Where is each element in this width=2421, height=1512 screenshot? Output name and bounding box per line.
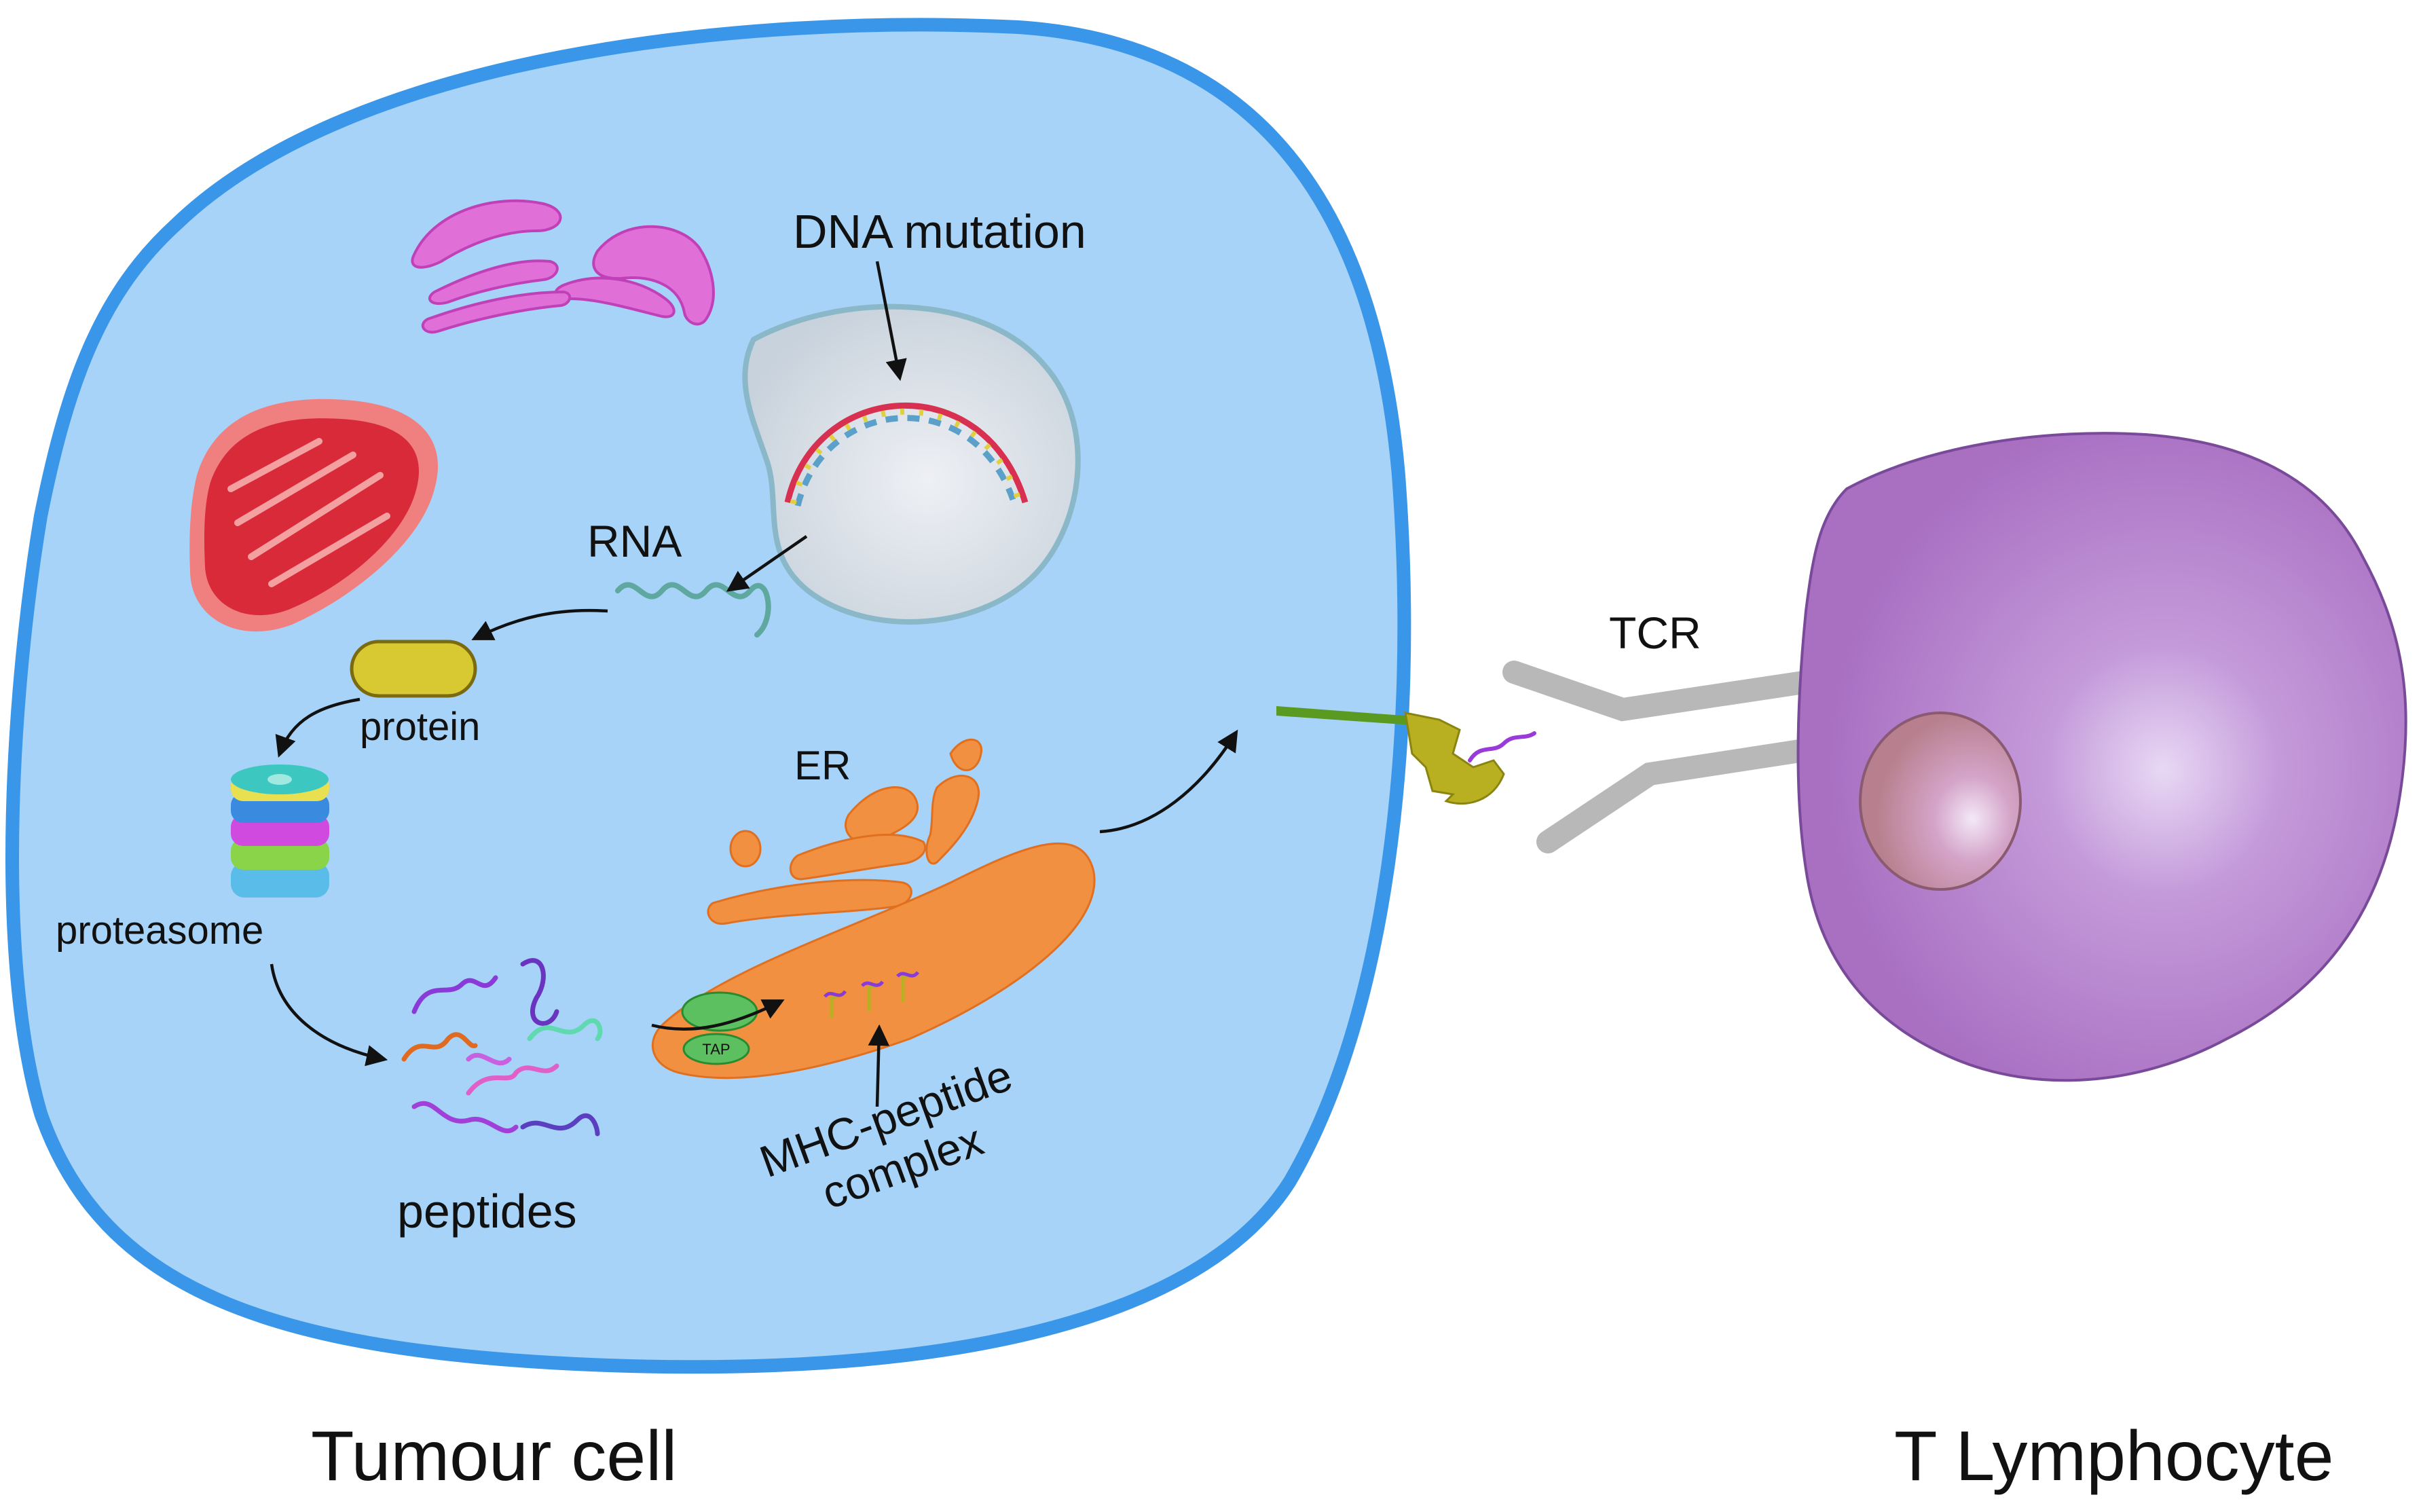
t-lymphocyte-cell <box>1796 432 2407 1082</box>
proteasome-label: proteasome <box>56 908 263 953</box>
er-label: ER <box>794 743 851 788</box>
peptides-label: peptides <box>397 1185 577 1238</box>
golgi-apparatus <box>411 199 715 334</box>
mhc-peptide-complex-surface <box>1276 706 1536 805</box>
rna-strand <box>615 582 771 638</box>
arrow-mhc-label <box>868 1024 890 1107</box>
dna-helix <box>784 403 1029 507</box>
peptide-fragments <box>401 958 603 1137</box>
pathway-arrows <box>270 261 1238 1107</box>
arrow-protein-to-proteasome <box>275 697 361 758</box>
protein-label: protein <box>360 705 480 749</box>
rna-label: RNA <box>587 516 682 566</box>
arrow-proteasome-to-peptides <box>270 963 388 1067</box>
dna-mutation-label: DNA mutation <box>793 205 1086 258</box>
arrow-er-to-surface <box>1099 729 1238 834</box>
tap-label-shape <box>682 1033 750 1065</box>
proteasome-stack <box>231 764 329 898</box>
mitochondrion <box>189 399 438 632</box>
t-lymphocyte-nucleus <box>1859 712 2022 891</box>
t-lymphocyte-label: T Lymphocyte <box>1894 1417 2333 1496</box>
tap-label: TAP <box>702 1041 730 1058</box>
arrow-dna-mutation <box>875 261 907 382</box>
protein-shape <box>350 640 477 698</box>
tumour-cell-membrane <box>5 18 1411 1374</box>
nucleus <box>742 303 1081 625</box>
endoplasmic-reticulum <box>651 738 1096 1080</box>
arrow-tap-into-er <box>651 999 785 1031</box>
arrow-rna-to-protein <box>471 608 608 640</box>
arrow-nucleus-to-rna <box>726 535 808 592</box>
tcr-receptor <box>1502 661 1838 853</box>
tcr-label: TCR <box>1609 608 1701 658</box>
tumour-cell-label: Tumour cell <box>311 1417 677 1496</box>
mhc-molecules-in-er <box>824 971 920 1018</box>
